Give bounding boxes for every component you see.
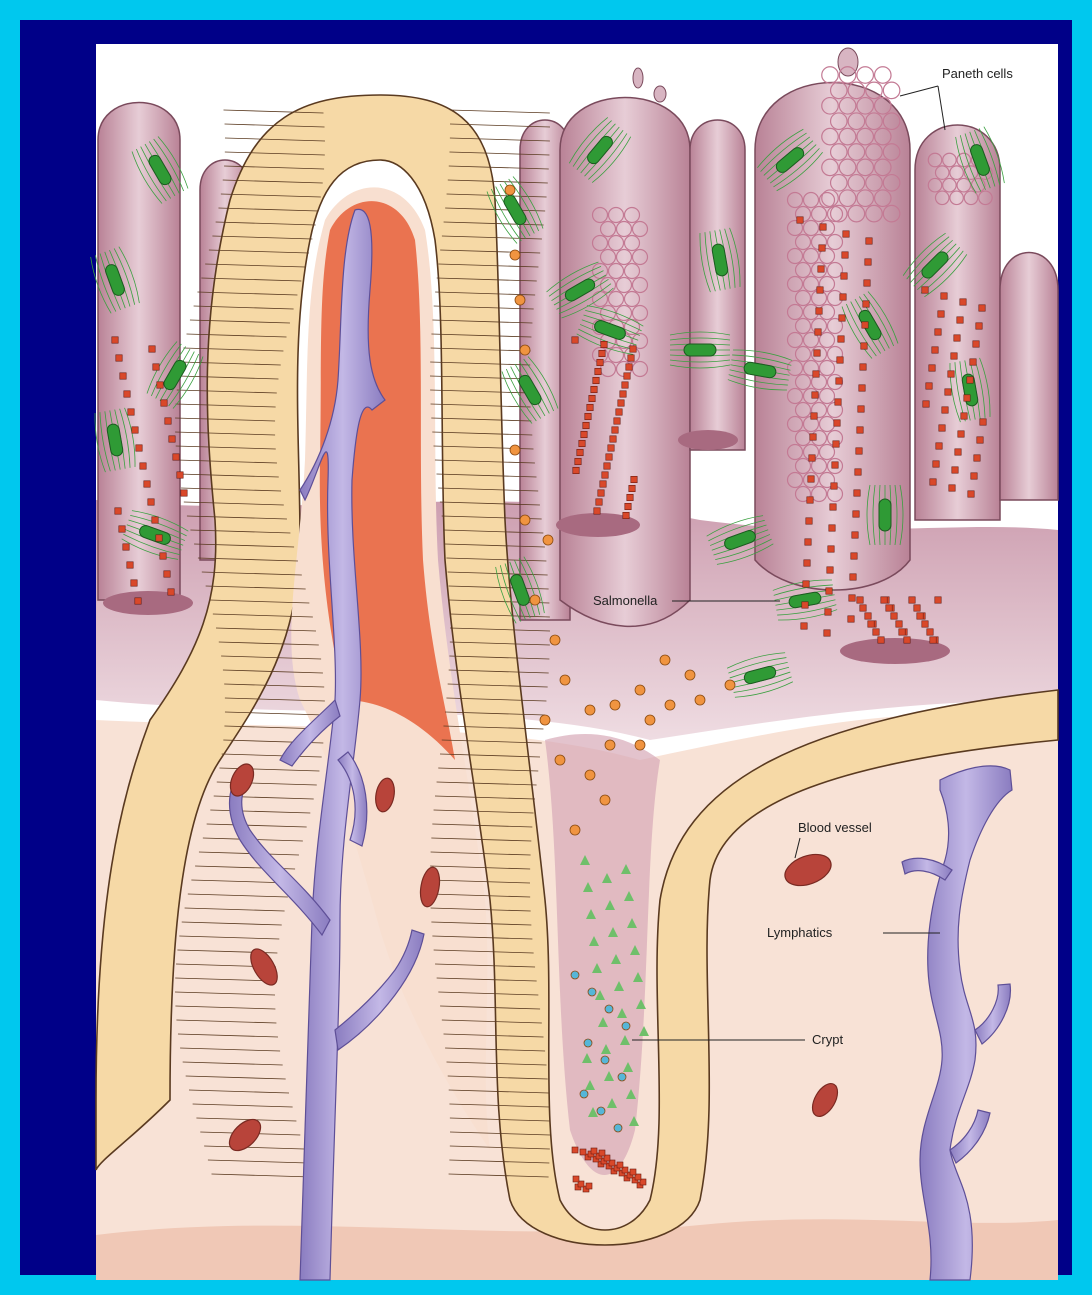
label-paneth-cells-line1: Paneth cells <box>942 66 1013 81</box>
label-crypt: Crypt <box>812 1032 843 1047</box>
label-salmonella: Salmonella <box>593 593 658 608</box>
label-lymphatics: Lymphatics <box>767 925 833 940</box>
label-blood-vessel: Blood vessel <box>798 820 872 835</box>
